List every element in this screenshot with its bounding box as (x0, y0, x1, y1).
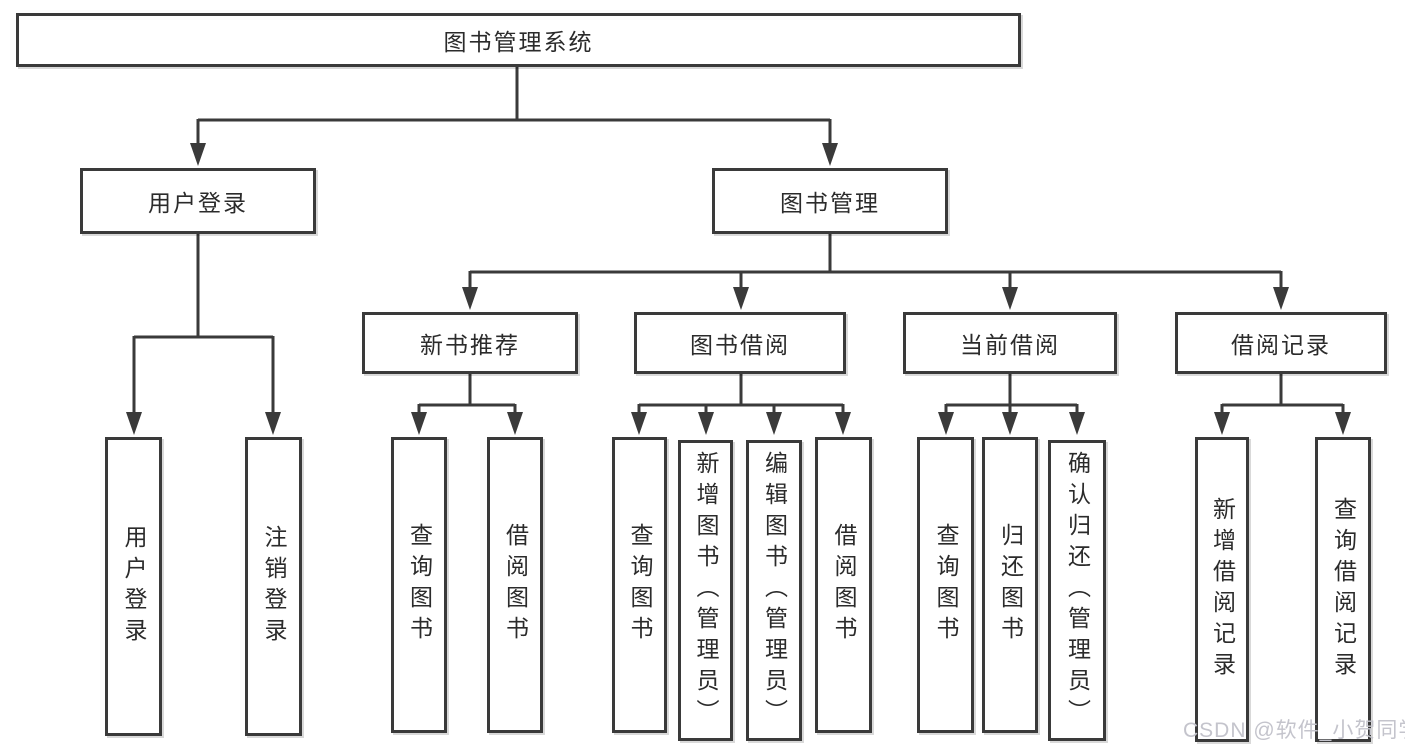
watermark: CSDN @软件_小贺同学 (1183, 719, 1405, 742)
node-label: 查询借阅记录 (1330, 496, 1357, 683)
node-label: 新书推荐 (420, 332, 520, 358)
col-recommend-query-books: 查询图书 (391, 437, 447, 733)
col-records-add-record: 新增借阅记录 (1195, 437, 1249, 742)
node-label: 借阅图书 (502, 523, 529, 647)
col-borrow-edit-books-admin: 编辑图书（管理员） (746, 440, 802, 741)
node-label: 图书管理系统 (443, 29, 594, 55)
node-book-management: 图书管理 (712, 168, 948, 234)
col-borrow-add-books-admin: 新增图书（管理员） (678, 440, 733, 741)
node-label: 编辑图书（管理员） (761, 451, 788, 730)
col-borrow-query-books: 查询图书 (612, 437, 667, 733)
col-logout: 注销登录 (245, 437, 302, 736)
col-current-return-books: 归还图书 (982, 437, 1038, 733)
connector-path (132, 67, 1345, 416)
col-user-login: 用户登录 (105, 437, 162, 736)
col-recommend-borrow-books: 借阅图书 (487, 437, 543, 733)
node-current-borrow: 当前借阅 (903, 312, 1117, 374)
node-label: 图书管理 (780, 190, 880, 216)
node-library-system: 图书管理系统 (16, 13, 1021, 67)
node-borrow-records: 借阅记录 (1175, 312, 1387, 374)
node-label: 查询图书 (627, 523, 653, 647)
node-label: 当前借阅 (960, 332, 1060, 358)
node-new-book-recommend: 新书推荐 (362, 312, 578, 374)
col-current-confirm-return-admin: 确认归还（管理员） (1048, 440, 1106, 741)
node-book-borrow: 图书借阅 (634, 312, 846, 374)
col-records-query-record: 查询借阅记录 (1315, 437, 1371, 742)
node-label: 查询图书 (933, 523, 959, 647)
col-borrow-borrow-books: 借阅图书 (815, 437, 872, 733)
node-label: 查询图书 (406, 523, 433, 647)
node-label: 图书借阅 (690, 332, 790, 358)
node-user-login: 用户登录 (80, 168, 316, 234)
node-label: 用户登录 (148, 190, 248, 216)
node-label: 确认归还（管理员） (1064, 451, 1091, 730)
node-label: 注销登录 (261, 524, 287, 649)
node-label: 借阅记录 (1231, 332, 1331, 358)
node-label: 新增图书（管理员） (693, 451, 719, 730)
node-label: 归还图书 (997, 523, 1024, 647)
col-current-query-books: 查询图书 (917, 437, 974, 733)
arrowhead-icon (126, 143, 1351, 435)
node-label: 新增借阅记录 (1209, 496, 1236, 683)
node-label: 用户登录 (121, 524, 147, 649)
node-label: 借阅图书 (831, 523, 857, 647)
